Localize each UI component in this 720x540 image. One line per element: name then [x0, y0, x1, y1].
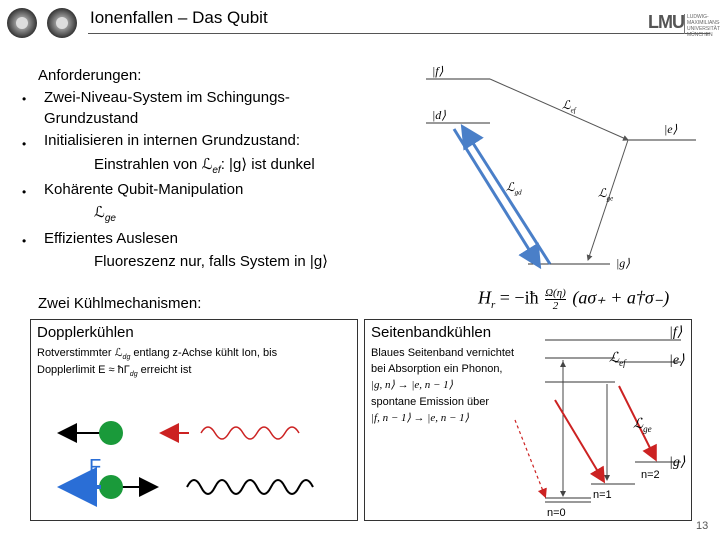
- sideband-line-2: bei Absorption ein Phonon,: [371, 363, 503, 375]
- doppler-title: Dopplerkühlen: [37, 324, 134, 341]
- ion-trap-logo: [4, 6, 82, 40]
- doppler-illustration: [31, 405, 357, 517]
- requirement-4-detail: Fluoreszenz nur, falls System in |g⟩: [94, 253, 329, 270]
- sb-level-f-label: |f⟩: [669, 325, 683, 340]
- level-f-label: |f⟩: [432, 64, 444, 78]
- requirement-3: Kohärente Qubit-Manipulation: [44, 181, 244, 198]
- requirements-heading: Anforderungen:: [38, 67, 142, 84]
- phonon-n0-label: n=0: [547, 507, 566, 519]
- bullet-1: •: [22, 92, 27, 106]
- sb-level-g-label: |g⟩: [669, 455, 686, 470]
- doppler-cooling-panel: Dopplerkühlen Rotverstimmter ℒdg entlang…: [30, 319, 358, 521]
- sideband-line-3: |g, n⟩ → |e, n − 1⟩: [371, 379, 453, 391]
- sb-level-e-label: |e⟩: [669, 353, 685, 368]
- lmu-logo: LMU LUDWIG- MAXIMILIANS- UNIVERSITÄT MÜN…: [648, 12, 720, 38]
- doppler-line-1: Rotverstimmter ℒdg entlang z-Achse kühlt…: [37, 347, 278, 362]
- requirement-1: Zwei-Niveau-System im Schingungs-: [44, 89, 290, 106]
- energy-level-diagram: [420, 55, 700, 275]
- bullet-3: •: [22, 185, 27, 199]
- bullet-4: •: [22, 234, 27, 248]
- logo-subtext: LUDWIG- MAXIMILIANS- UNIVERSITÄT MÜNCHEN: [687, 14, 720, 38]
- level-g-label: |g⟩: [616, 256, 630, 270]
- sideband-line-5: |f, n − 1⟩ → |e, n − 1⟩: [371, 412, 469, 424]
- sideband-line-1: Blaues Seitenband vernichtet: [371, 347, 515, 359]
- requirement-4: Effizientes Auslesen: [44, 230, 178, 247]
- hamiltonian-formula: Hr = −iħ Ω(η) 2 (aσ₊ + a†σ₋): [478, 287, 670, 312]
- page-number: 13: [696, 520, 709, 532]
- sideband-diagram: [495, 320, 691, 518]
- title-divider: [88, 33, 710, 34]
- logo-divider: [684, 14, 685, 34]
- sideband-cooling-panel: Seitenbandkühlen Blaues Seitenband verni…: [364, 319, 692, 521]
- force-label: F: [89, 456, 102, 478]
- level-d-label: |d⟩: [432, 108, 446, 122]
- requirement-3-detail: ℒge: [94, 204, 116, 224]
- requirement-1-cont: Grundzustand: [44, 110, 139, 127]
- sb-transition-ge-label: ℒge: [633, 417, 652, 434]
- level-e-label: |e⟩: [664, 122, 678, 136]
- requirement-2: Initialisieren in internen Grundzustand:: [44, 132, 300, 149]
- slide-title: Ionenfallen – Das Qubit: [90, 8, 268, 27]
- doppler-line-2: Dopplerlimit E ≈ ħΓdg erreicht ist: [37, 364, 192, 379]
- cooling-heading: Zwei Kühlmechanismen:: [38, 295, 202, 312]
- transition-ef-label: ℒef: [562, 98, 576, 115]
- sideband-title: Seitenbandkühlen: [371, 324, 492, 341]
- phonon-n2-label: n=2: [641, 469, 660, 481]
- transition-ge-label: ℒge: [598, 186, 614, 203]
- phonon-n1-label: n=1: [593, 489, 612, 501]
- logo-text: LMU: [648, 12, 685, 32]
- sideband-line-4: spontane Emission über: [371, 396, 490, 408]
- bullet-2: •: [22, 137, 27, 151]
- sb-transition-ef-label: ℒef: [609, 351, 626, 368]
- requirement-2-detail: Einstrahlen von ℒef: |g⟩ ist dunkel: [94, 156, 315, 176]
- transition-gd-label: ℒgd: [506, 180, 522, 197]
